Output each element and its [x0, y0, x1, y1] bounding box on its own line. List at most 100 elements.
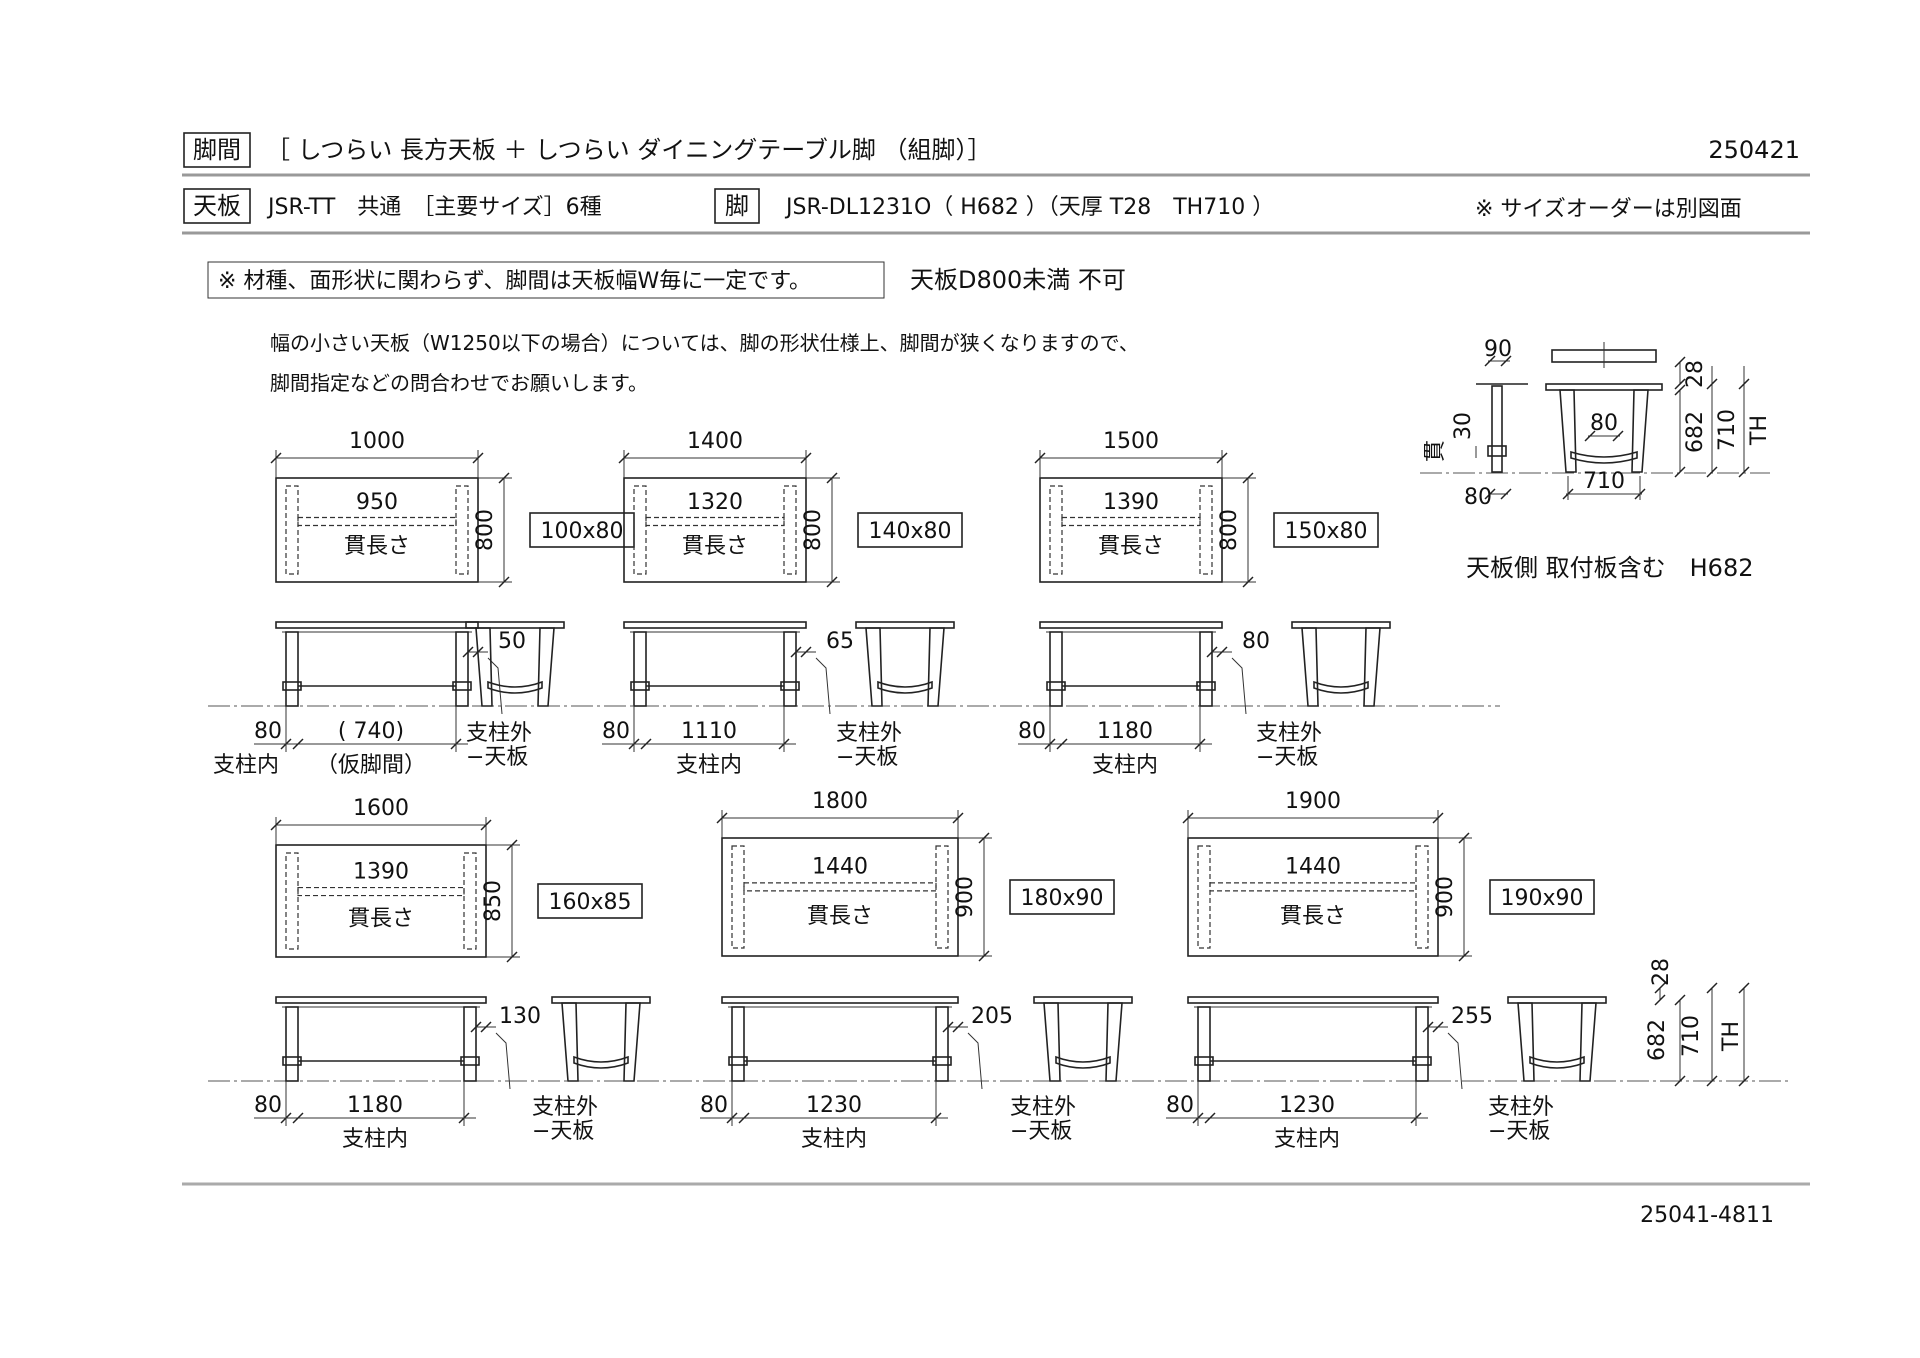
detail-th: 710	[1715, 409, 1740, 451]
inner-caption: 支柱内	[342, 1127, 408, 1152]
detail-caption: 天板側 取付板含む H682	[1466, 554, 1753, 582]
dim-tick	[738, 1112, 750, 1124]
side-leg-right	[537, 627, 555, 707]
elev-leg-left	[285, 1006, 299, 1082]
dim-tick	[826, 576, 838, 588]
elev-leg-right	[463, 1006, 477, 1082]
tag-top: 天板	[193, 192, 241, 220]
dim-tick	[942, 1021, 954, 1033]
elev-leg-right	[455, 631, 469, 707]
limit-note: 天板D800未満 不可	[910, 266, 1126, 294]
dim-tick	[1432, 812, 1444, 824]
plan-brace-label: 貫長さ	[807, 904, 873, 929]
overhang-label: 80	[1242, 629, 1270, 654]
elev-leg-left	[285, 631, 299, 707]
plan-top-outline	[1187, 837, 1439, 957]
plan-leg-right	[935, 845, 949, 949]
inner-span-label: 1110	[681, 719, 737, 744]
side-top	[855, 621, 955, 629]
dim-tick	[472, 452, 484, 464]
dim-tick	[640, 738, 652, 750]
plan-top-outline	[721, 837, 959, 957]
size-code: 160x85	[548, 890, 631, 915]
plan-leg-right	[463, 852, 477, 950]
leg-width-label: 80	[254, 719, 282, 744]
plan-brace	[297, 886, 465, 897]
size-code-box	[537, 883, 643, 919]
overhang-label: 255	[1451, 1004, 1493, 1029]
dim-tick	[270, 819, 282, 831]
dim-tick	[800, 452, 812, 464]
side-brace	[1313, 680, 1369, 694]
elev-top	[1187, 996, 1439, 1004]
outer-label-1: 支柱外	[466, 721, 532, 746]
width-label: 1000	[349, 429, 405, 454]
overhang-leader	[1231, 657, 1247, 715]
plan-leg-left	[285, 852, 299, 950]
detail-front-leg-left	[1559, 389, 1577, 473]
dim-tick	[292, 1112, 304, 1124]
outer-label-1: 支柱外	[1010, 1095, 1076, 1120]
plan-brace	[297, 516, 457, 527]
inner-caption: 支柱内	[1274, 1127, 1340, 1152]
overhang-leader	[967, 1032, 983, 1090]
detail-top-t: 28	[1683, 360, 1708, 388]
side-brace	[1055, 1055, 1111, 1069]
dim-tick	[480, 1021, 492, 1033]
dim-tick	[1206, 646, 1218, 658]
dim-tick	[1216, 646, 1228, 658]
outer-label-1: 支柱外	[836, 721, 902, 746]
note-box	[207, 261, 885, 299]
elev-leg-right	[1415, 1006, 1429, 1082]
plan-inner-top: 1390	[1103, 490, 1159, 515]
side-leg-right	[1363, 627, 1381, 707]
leg-width-label: 80	[700, 1093, 728, 1118]
outer-label-2: −天板	[1488, 1119, 1550, 1144]
depth-label: 800	[473, 509, 498, 551]
dim-tick	[952, 812, 964, 824]
side-leg-right	[927, 627, 945, 707]
plan-leg-left	[1049, 485, 1063, 575]
side-top	[465, 621, 565, 629]
plan-brace	[645, 516, 785, 527]
overhang-label: 50	[498, 629, 526, 654]
dim-tick	[1034, 452, 1046, 464]
inner-span-label: ( 740)	[338, 719, 404, 744]
width-label: 1800	[812, 789, 868, 814]
leg-width-label: 80	[602, 719, 630, 744]
plan-inner-top: 1440	[1285, 854, 1341, 879]
overhang-leader	[1447, 1032, 1463, 1090]
dim-tick	[1242, 472, 1254, 484]
plan-top-outline	[275, 477, 479, 583]
outer-label-1: 支柱外	[532, 1095, 598, 1120]
plan-inner-top: 1390	[353, 860, 409, 885]
detail-leg-h: 682	[1683, 411, 1708, 453]
overhang-label: 65	[826, 629, 854, 654]
detail-side-brace	[1487, 445, 1507, 457]
dim-tick	[270, 452, 282, 464]
size-code: 140x80	[868, 519, 951, 544]
depth-label: 900	[953, 876, 978, 918]
detail-leg-w: 90	[1484, 337, 1512, 362]
elev-top	[721, 996, 959, 1004]
side-brace	[487, 680, 543, 694]
dim-tick	[1458, 832, 1470, 844]
plan-brace-label: 貫長さ	[344, 534, 410, 559]
outer-label-1: 支柱外	[1488, 1095, 1554, 1120]
elev-leg-left	[633, 631, 647, 707]
elev-leg-right	[935, 1006, 949, 1082]
tag-box-legspace	[183, 132, 251, 168]
dim-tick	[952, 1021, 964, 1033]
side-leg-left	[1043, 1002, 1061, 1082]
inner-caption: 支柱内	[213, 753, 279, 778]
plan-inner-top: 1440	[812, 854, 868, 879]
plan-inner-top: 1320	[687, 490, 743, 515]
size-code: 100x80	[540, 519, 623, 544]
leg-model: JSR-DL1231O（ H682 ）（天厚 T28 TH710 ）	[784, 195, 1274, 220]
size-code: 150x80	[1284, 519, 1367, 544]
plan-leg-left	[1197, 845, 1211, 949]
width-label: 1500	[1103, 429, 1159, 454]
